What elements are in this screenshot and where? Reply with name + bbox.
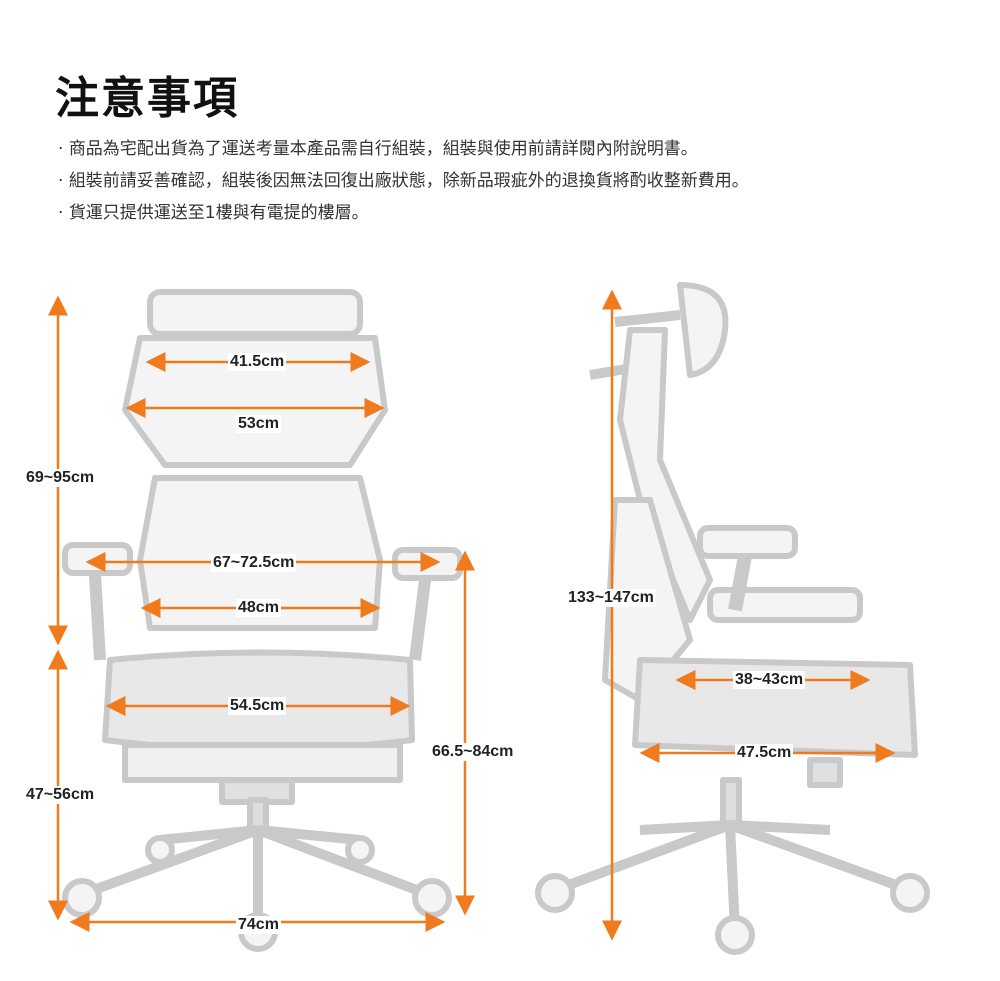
page-title: 注意事項 <box>55 73 239 124</box>
note-item: 貨運只提供運送至1樓與有電提的樓層。 <box>58 198 369 223</box>
side-chair-image <box>535 282 930 955</box>
seat-depth-adjust-label: 38~43cm <box>733 671 806 689</box>
seat-depth-label: 47.5cm <box>735 744 794 762</box>
backrest-width-label: 48cm <box>236 599 281 617</box>
seat-height-label: 47~56cm <box>24 786 97 804</box>
front-chair-image <box>62 289 463 952</box>
backrest-height-label: 69~95cm <box>24 469 97 487</box>
note-item: 商品為宅配出貨為了運送考量本產品需自行組裝，組裝與使用前請詳閱內附說明書。 <box>58 134 698 159</box>
seat-width-label: 54.5cm <box>228 697 287 715</box>
headrest-width-label: 41.5cm <box>228 353 287 371</box>
headrest-frame-width-label: 53cm <box>236 415 281 433</box>
note-item: 組裝前請妥善確認，組裝後因無法回復出廠狀態，除新品瑕疵外的退換貨將酌收整新費用。 <box>58 166 749 191</box>
armrest-height-label: 66.5~84cm <box>430 743 516 761</box>
base-width-label: 74cm <box>236 916 281 934</box>
total-height-label: 133~147cm <box>566 589 656 607</box>
armrest-width-label: 67~72.5cm <box>211 554 297 572</box>
